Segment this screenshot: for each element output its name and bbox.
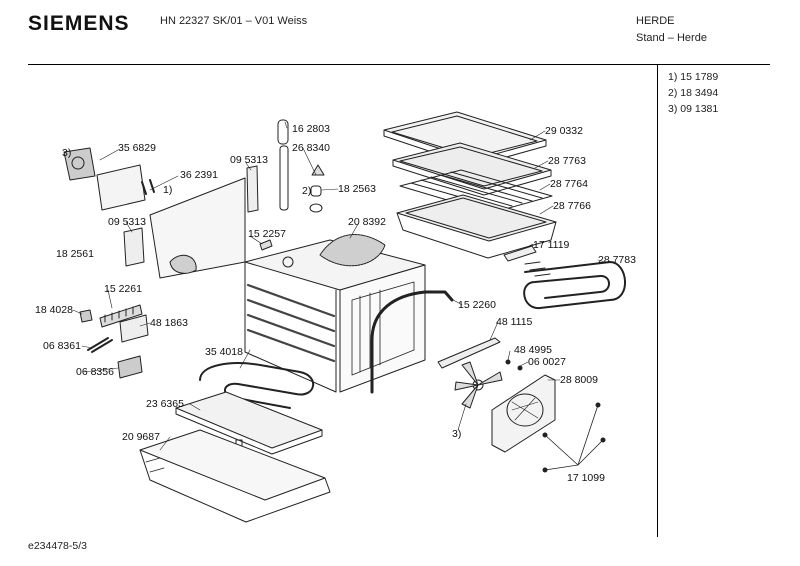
part-label-481115: 48 1115	[496, 316, 533, 328]
switch-068356	[117, 355, 143, 379]
part-label-209687: 20 9687	[122, 431, 160, 443]
oven-cavity	[244, 234, 426, 393]
part-label-290332: 29 0332	[545, 125, 583, 137]
part-label-184028: 18 4028	[35, 304, 73, 316]
insulation-plate-236365	[175, 391, 323, 455]
tube-162803	[277, 119, 289, 211]
top-heater-287783	[523, 261, 626, 310]
terminal-block-152261	[99, 304, 143, 328]
base-plate-209687	[139, 429, 331, 523]
leader-lines	[72, 121, 606, 451]
part-label-287764: 28 7764	[550, 178, 588, 190]
part-label-182561: 18 2561	[56, 248, 94, 260]
rail-481115	[437, 337, 501, 369]
roasting-pan-287766	[396, 194, 557, 259]
part-label-356829: 35 6829	[118, 142, 156, 154]
part-label-481863: 48 1863	[150, 317, 188, 329]
part-label-288009: 28 8009	[560, 374, 598, 386]
thermostat-sensor-268340	[309, 164, 325, 213]
switch-356829	[63, 147, 96, 181]
bracket-171119	[503, 245, 537, 262]
header-divider	[28, 64, 770, 65]
model-title: HN 22327 SK/01 – V01 Weiss	[160, 15, 308, 27]
control-panel-362391	[96, 164, 246, 279]
part-label-287783: 28 7783	[598, 254, 636, 266]
marker-3-switch: 3)	[62, 147, 72, 159]
category-label: HERDE	[636, 15, 675, 27]
marker-2: 2)	[302, 185, 312, 197]
part-label-068361: 06 8361	[43, 340, 81, 352]
part-label-287763: 28 7763	[548, 155, 586, 167]
part-label-068356: 06 8356	[76, 366, 114, 378]
note-1: 1) 15 1789	[668, 71, 719, 83]
rear-fan-cover-288009	[491, 374, 556, 453]
part-label-287766: 28 7766	[553, 200, 591, 212]
relay-182561	[123, 227, 145, 267]
notes-divider	[657, 65, 658, 537]
part-label-182563: 18 2563	[338, 183, 376, 195]
part-label-060027: 06 0027	[528, 356, 566, 368]
part-label-152260: 15 2260	[458, 299, 496, 311]
part-label-171099: 17 1099	[567, 472, 605, 484]
screw-leader-lines	[544, 404, 604, 471]
part-label-236365: 23 6365	[146, 398, 184, 410]
subcategory-label: Stand – Herde	[636, 32, 707, 44]
part-label-362391: 36 2391	[180, 169, 218, 181]
baking-tray-287763	[392, 142, 552, 196]
brand-logo: SIEMENS	[28, 12, 130, 35]
bracket-481863	[119, 314, 149, 343]
note-3: 3) 09 1381	[668, 103, 719, 115]
marker-1: 1)	[163, 184, 173, 196]
part-label-152257: 15 2257	[248, 228, 286, 240]
part-label-095313-b: 09 5313	[108, 216, 146, 228]
bracket-095313a	[246, 165, 259, 213]
screw-184028	[79, 309, 93, 323]
note-2: 2) 18 3494	[668, 87, 719, 99]
part-label-171119: 17 1119	[533, 239, 570, 251]
part-label-152261: 15 2261	[104, 283, 142, 295]
bottom-heater-354018	[199, 362, 314, 409]
part-label-208392: 20 8392	[348, 216, 386, 228]
screws-068361	[87, 337, 113, 353]
part-label-095313-a: 09 5313	[230, 154, 268, 166]
marker-3-fan: 3)	[452, 428, 462, 440]
document-id: e234478-5/3	[28, 540, 87, 552]
part-label-354018: 35 4018	[205, 346, 243, 358]
part-label-162803: 16 2803	[292, 123, 330, 135]
door-gasket-152260	[370, 290, 454, 394]
part-label-268340: 26 8340	[292, 142, 330, 154]
part-label-484995: 48 4995	[514, 344, 552, 356]
fan-blade	[454, 361, 503, 409]
